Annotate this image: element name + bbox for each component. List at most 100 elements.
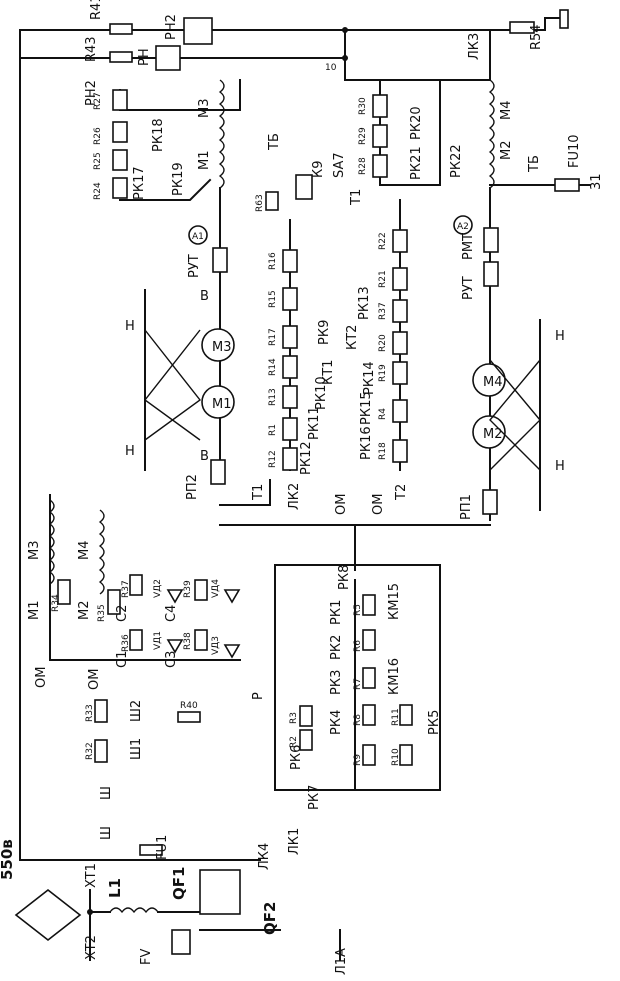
resistor-r18 bbox=[392, 439, 408, 463]
resistor-r25 bbox=[112, 149, 128, 171]
label-node31: 31 bbox=[589, 173, 604, 190]
label-rk9: РК9 bbox=[317, 320, 332, 345]
label-rmt: РМТ bbox=[461, 233, 476, 260]
label-rn: РН bbox=[137, 48, 152, 66]
label-r26: R26 bbox=[93, 127, 103, 145]
label-rk4: РК4 bbox=[329, 710, 344, 735]
label-rk11: РК11 bbox=[307, 406, 322, 440]
resistor-r30 bbox=[372, 94, 388, 118]
label-r14: R14 bbox=[268, 358, 278, 376]
label-m3-upper: M3 bbox=[197, 99, 212, 119]
r43-branch-wire bbox=[19, 29, 346, 59]
resistor-r2 bbox=[299, 729, 313, 751]
resistor-r5 bbox=[362, 594, 376, 616]
label-rk15: РК15 bbox=[359, 391, 374, 425]
resistor-r34 bbox=[57, 579, 71, 605]
field-winding-m3-m1 bbox=[218, 79, 225, 189]
relay-coil-rut-left bbox=[212, 247, 228, 273]
field-winding-m4-m2 bbox=[488, 79, 495, 189]
inductor-l1 bbox=[109, 907, 159, 914]
label-om-lower-1: ОМ bbox=[34, 667, 49, 688]
label-r63: R63 bbox=[255, 194, 265, 212]
resistor-r4 bbox=[392, 399, 408, 423]
label-r40: R40 bbox=[180, 701, 198, 711]
label-r30: R30 bbox=[358, 97, 368, 115]
label-r24: R24 bbox=[93, 182, 103, 200]
label-v-left-top: В bbox=[200, 289, 209, 304]
junction-dot bbox=[342, 55, 348, 61]
resistor-r24 bbox=[112, 177, 128, 199]
label-om-center-2: ОМ bbox=[371, 494, 386, 515]
label-kt2: КТ2 bbox=[345, 325, 360, 350]
left-cross-wire-a bbox=[144, 329, 201, 441]
resistor-r3 bbox=[299, 705, 313, 727]
label-c1: C1 bbox=[115, 651, 130, 668]
label-fv: FV bbox=[139, 949, 154, 965]
label-r1: R1 bbox=[268, 424, 278, 436]
diode-vd4 bbox=[223, 589, 241, 604]
motor-m2 bbox=[472, 415, 506, 449]
resistor-r21 bbox=[392, 267, 408, 291]
label-lk2: ЛК2 bbox=[287, 483, 302, 510]
relay-coil-rp2 bbox=[210, 459, 226, 485]
label-r43: R43 bbox=[84, 36, 99, 62]
fuse-fu10 bbox=[554, 178, 580, 192]
resistor-r43 bbox=[109, 51, 133, 63]
label-m2-lower: M2 bbox=[77, 601, 92, 621]
breaker-qf1 bbox=[199, 869, 241, 915]
label-h-left-top: Н bbox=[125, 319, 135, 334]
label-fu10: FU10 bbox=[567, 134, 582, 168]
label-v-left-bot: В bbox=[200, 449, 209, 464]
label-rk18: РК18 bbox=[151, 118, 166, 152]
resistor-r41 bbox=[109, 23, 133, 35]
label-m4-right: M4 bbox=[499, 101, 514, 121]
label-kt1: КТ1 bbox=[321, 360, 336, 385]
label-r27: R27 bbox=[93, 92, 103, 110]
label-qf1: QF1 bbox=[170, 867, 188, 900]
relay-coil-rmt bbox=[483, 227, 499, 253]
resistor-r7 bbox=[362, 667, 376, 689]
resistor-r37-center bbox=[392, 299, 408, 323]
label-rk1: РК1 bbox=[329, 600, 344, 625]
label-rk12: РК12 bbox=[299, 441, 314, 475]
relay-coil-rut-right bbox=[483, 261, 499, 287]
resistor-r32 bbox=[94, 739, 108, 763]
label-m2-motor: M2 bbox=[483, 427, 503, 442]
label-km15: КМ15 bbox=[387, 583, 402, 620]
label-r32: R32 bbox=[85, 742, 95, 760]
label-r9: R9 bbox=[353, 754, 363, 766]
label-r18: R18 bbox=[378, 442, 388, 460]
resistor-r11 bbox=[399, 704, 413, 726]
diode-vd2 bbox=[166, 589, 184, 604]
label-qf2: QF2 bbox=[261, 902, 279, 935]
label-r5: R5 bbox=[353, 604, 363, 616]
resistor-r9 bbox=[362, 744, 376, 766]
center-resistor-ladders: ТБ К9 SA7 Т1 R63 R16 R15 R17 R14 R13 R1 … bbox=[219, 79, 491, 571]
resistor-r29 bbox=[372, 124, 388, 148]
label-rk2: РК2 bbox=[329, 635, 344, 660]
label-om-center-1: ОМ bbox=[334, 494, 349, 515]
label-lk3: ЛК3 bbox=[467, 33, 482, 60]
label-r41: R41 bbox=[89, 0, 104, 20]
label-r3: R3 bbox=[289, 712, 299, 724]
resistor-r40 bbox=[177, 711, 201, 723]
label-sh1: Ш1 bbox=[129, 738, 144, 760]
label-m3-motor: M3 bbox=[212, 340, 232, 355]
resistor-r54 bbox=[509, 21, 535, 34]
t1-wire bbox=[219, 479, 271, 506]
label-r34: R34 bbox=[51, 594, 61, 612]
label-r20: R20 bbox=[378, 334, 388, 352]
label-c2: C2 bbox=[115, 605, 130, 622]
label-sh2: Ш2 bbox=[129, 700, 144, 722]
label-t1-lower: Т1 bbox=[251, 484, 266, 501]
label-r13: R13 bbox=[268, 388, 278, 406]
label-rk5: РК5 bbox=[427, 710, 442, 735]
label-rn2-top: РН2 bbox=[164, 14, 179, 40]
resistor-r38 bbox=[194, 629, 208, 651]
label-m2-right: M2 bbox=[499, 141, 514, 161]
label-r33: R33 bbox=[85, 704, 95, 722]
resistor-r10 bbox=[399, 744, 413, 766]
resistor-r1 bbox=[282, 417, 298, 441]
label-vd3: VД3 bbox=[211, 636, 221, 655]
